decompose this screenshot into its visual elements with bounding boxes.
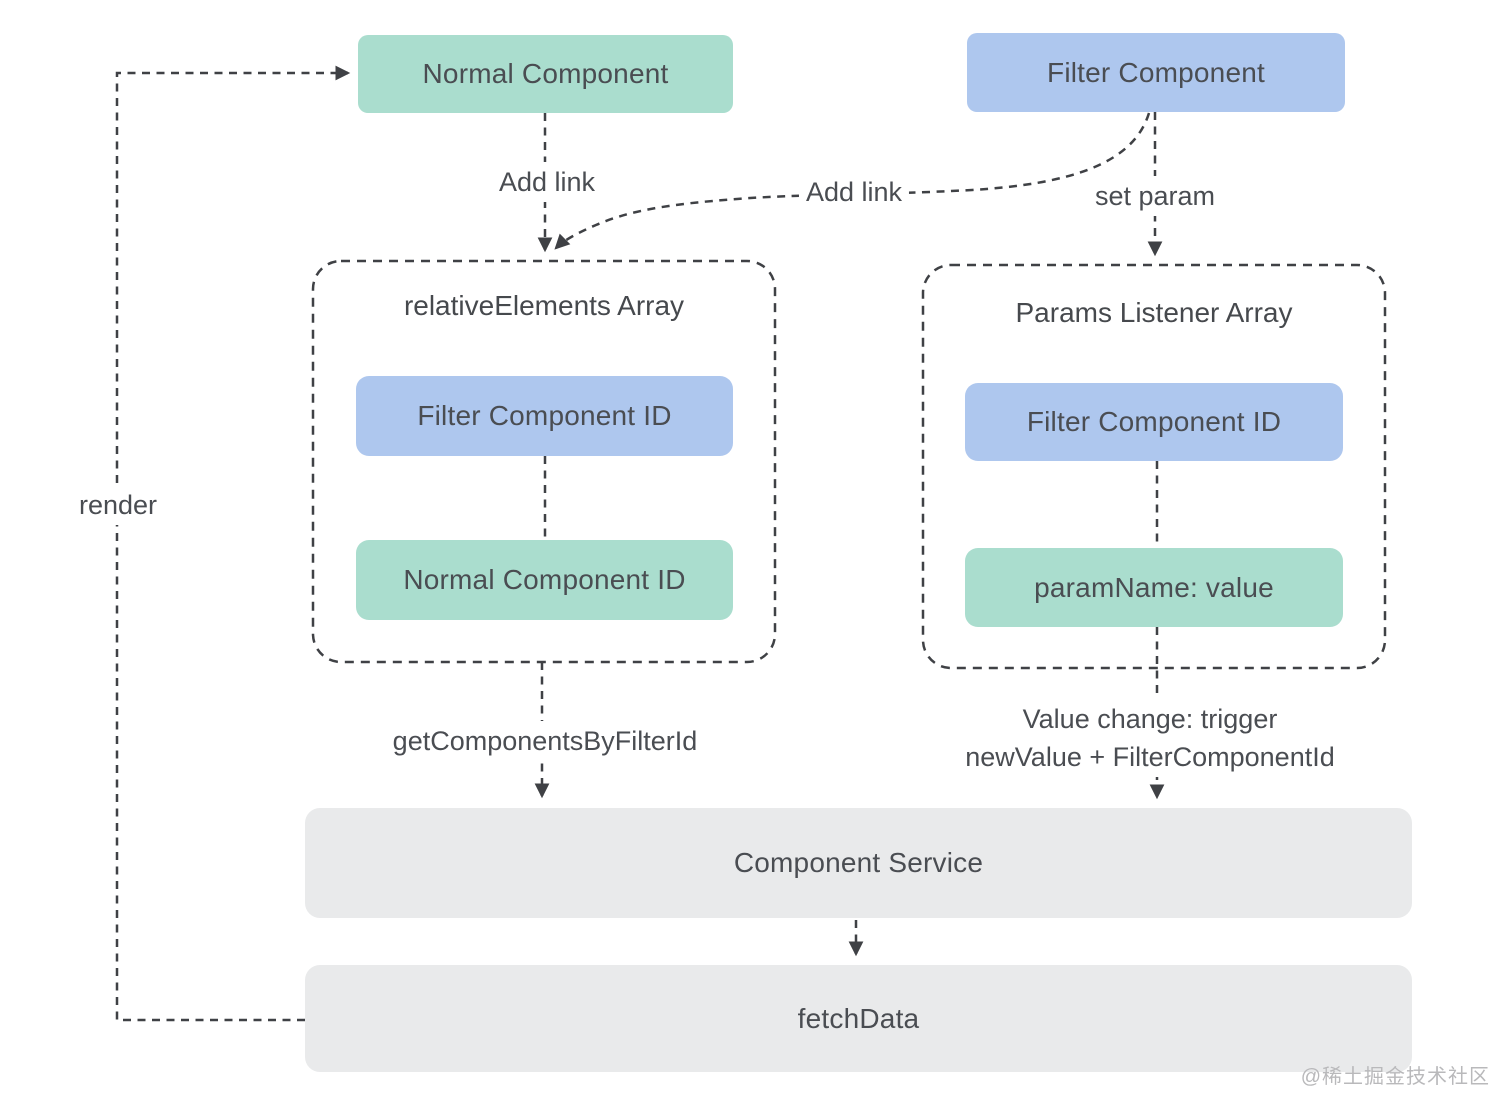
params-listener-title: Params Listener Array bbox=[1015, 297, 1293, 328]
relative-elements-container-border bbox=[311, 259, 777, 664]
value-change-label: Value change: trigger newValue + FilterC… bbox=[958, 699, 1342, 777]
relative-elements-item-normal-id: Normal Component ID bbox=[356, 540, 733, 620]
watermark: @稀土掘金技术社区 bbox=[1300, 1066, 1490, 1088]
params-listener-item-paramname: paramName: value bbox=[965, 548, 1343, 627]
component-service-node: Component Service bbox=[305, 808, 1412, 918]
value-change-line2: newValue + FilterComponentId bbox=[965, 742, 1335, 772]
filter-component-node: Filter Component bbox=[967, 33, 1345, 112]
filter-component-id-label: Filter Component ID bbox=[1026, 406, 1282, 437]
fetch-data-label: fetchData bbox=[797, 1002, 920, 1034]
relative-elements-title: relativeElements Array bbox=[403, 290, 685, 321]
value-change-line1: Value change: trigger bbox=[1022, 704, 1278, 734]
render-arrow bbox=[115, 65, 351, 1022]
render-label: render bbox=[71, 485, 165, 525]
add-link-middle-arrow bbox=[554, 112, 1151, 250]
paramname-value-label: paramName: value bbox=[1034, 571, 1274, 603]
normal-component-label: Normal Component bbox=[422, 58, 669, 89]
add-link-left-label: Add link bbox=[491, 162, 603, 202]
add-link-middle-label: Add link bbox=[798, 172, 910, 212]
filter-component-label: Filter Component bbox=[1047, 56, 1265, 88]
fetch-data-node: fetchData bbox=[305, 965, 1412, 1072]
component-service-label: Component Service bbox=[733, 847, 984, 878]
relative-elements-item-filter-id: Filter Component ID bbox=[356, 376, 733, 456]
set-param-label: set param bbox=[1087, 176, 1223, 216]
get-components-label: getComponentsByFilterId bbox=[385, 721, 705, 761]
normal-component-id-label: Normal Component ID bbox=[403, 564, 686, 595]
normal-component-node: Normal Component bbox=[358, 35, 733, 113]
params-listener-item-filter-id: Filter Component ID bbox=[965, 383, 1343, 461]
params-listener-container-border bbox=[921, 263, 1387, 670]
filter-component-id-label: Filter Component ID bbox=[417, 400, 672, 431]
